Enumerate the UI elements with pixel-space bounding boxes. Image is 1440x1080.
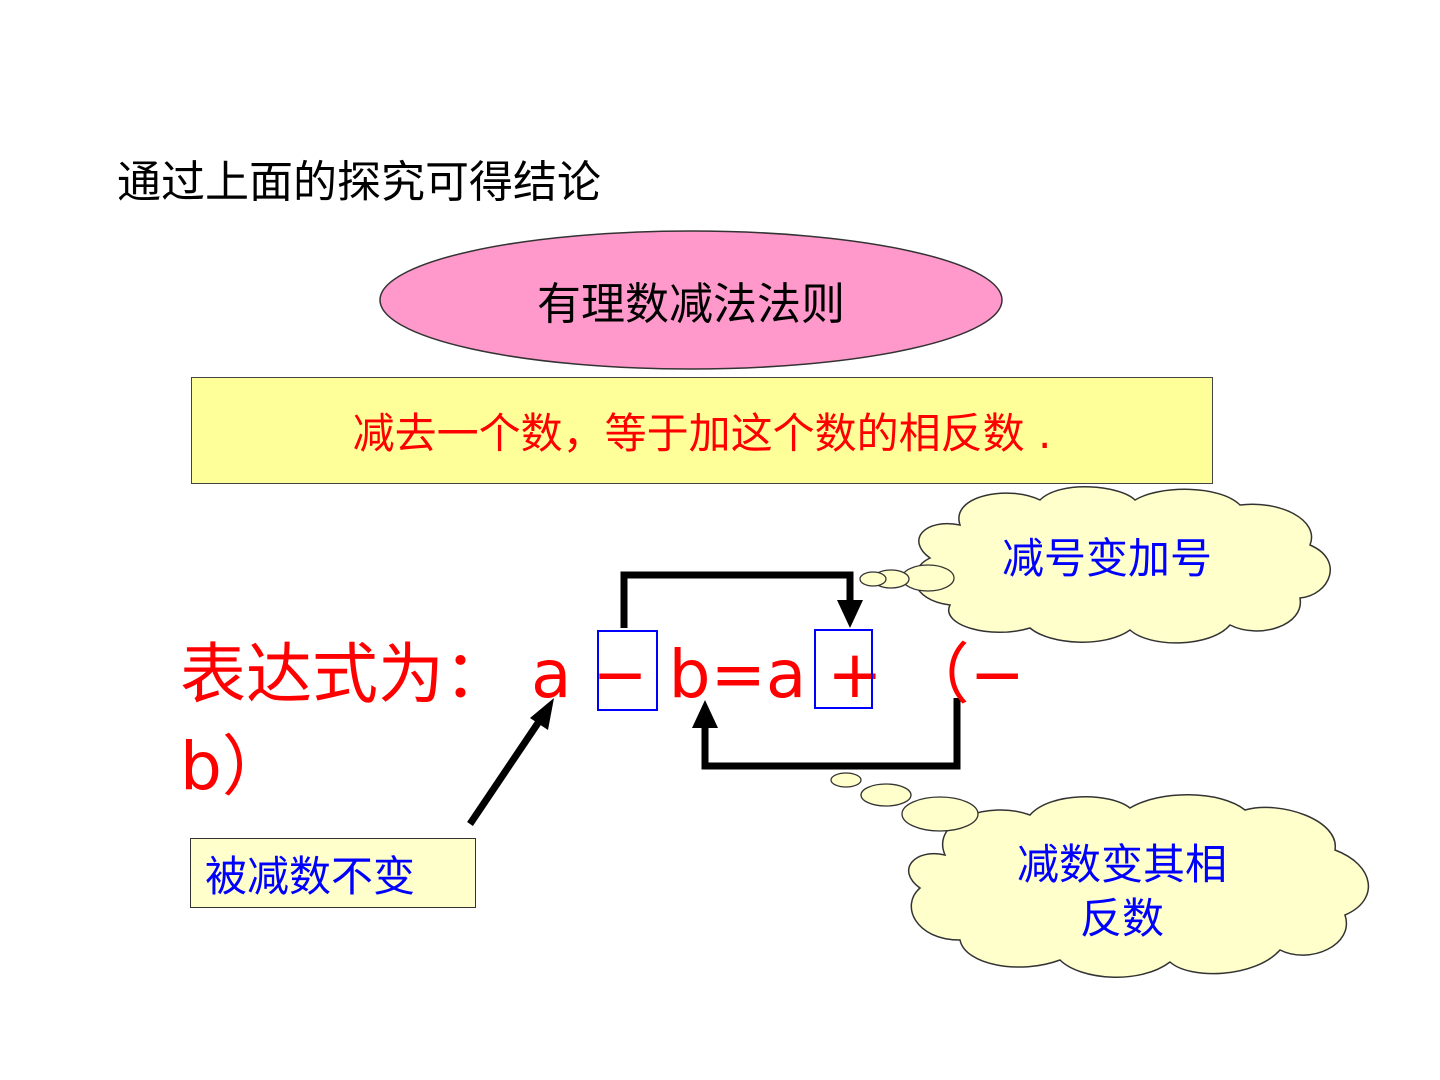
sign-change-callout-text: 减号变加号: [1001, 534, 1212, 583]
minuend-callout-text: 被减数不变: [205, 851, 416, 901]
subtrahend-callout: 减数变其相 反数: [990, 838, 1254, 946]
subtrahend-callout-line2: 反数: [1079, 894, 1164, 943]
rule-text: 减去一个数，等于加这个数的相反数 .: [352, 409, 1052, 458]
formula-line1: 表达式为： a − b=a + （−: [180, 636, 1025, 713]
arrow-head-minuend: [530, 698, 554, 730]
cloud-subtrahend: [830, 772, 1370, 978]
minuend-callout: 被减数不变: [190, 838, 476, 908]
title-ellipse: [379, 230, 1003, 370]
rule-statement: 减去一个数，等于加这个数的相反数 .: [191, 377, 1213, 484]
arrow-sign-change: [620, 571, 854, 628]
arrow-head-down: [837, 600, 863, 628]
arrow-head-up: [692, 700, 718, 728]
plus-sign-box: [814, 629, 873, 709]
cloud-sign-change: [859, 486, 1331, 644]
intro-text: 通过上面的探究可得结论: [117, 157, 601, 208]
arrow-subtrahend: [701, 698, 961, 770]
minus-sign-box: [597, 630, 658, 711]
arrow-minuend: [467, 718, 543, 826]
subtrahend-callout-line1: 减数变其相: [1016, 840, 1227, 889]
formula-line2: b）: [180, 728, 288, 805]
rule-title: 有理数减法法则: [537, 279, 845, 330]
